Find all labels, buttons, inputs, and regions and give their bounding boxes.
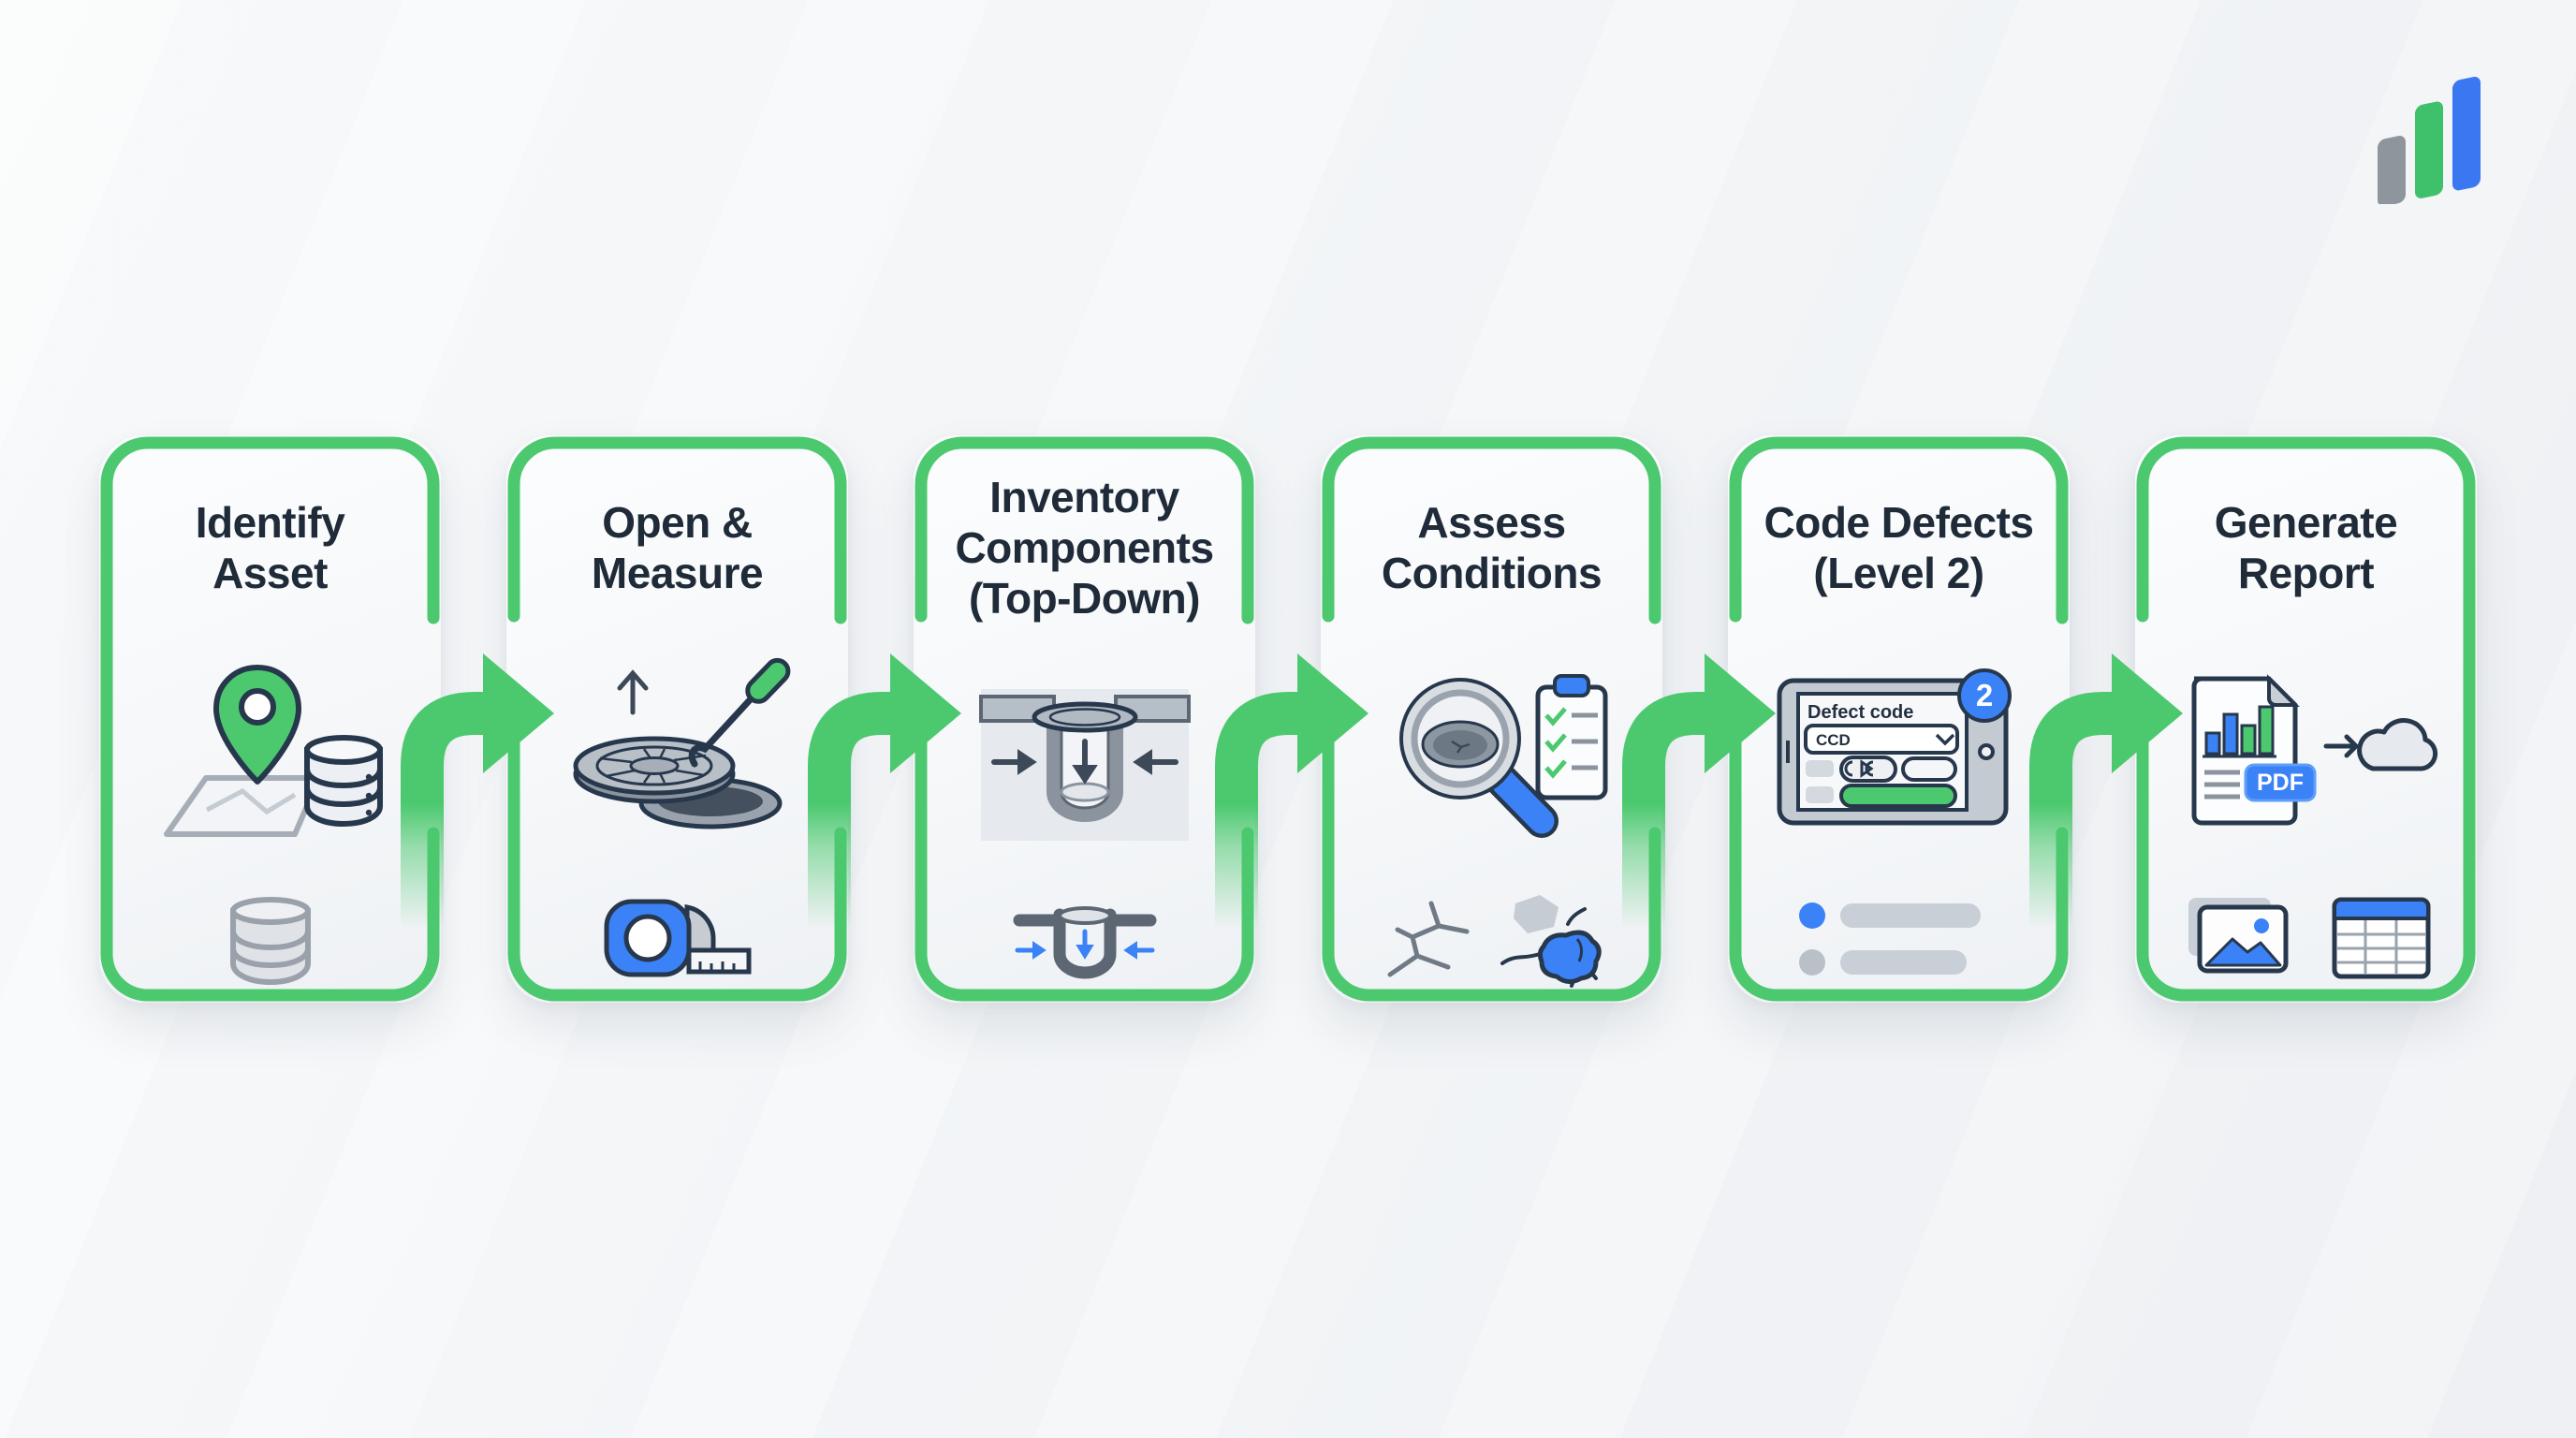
flow-arrow-5 <box>2029 653 2183 929</box>
report-document-icon: PDF <box>2191 674 2316 826</box>
manhole-cross-section-icon <box>968 619 1202 881</box>
map-pin-database-icon <box>153 619 388 881</box>
logo-bar-blue <box>2452 77 2481 191</box>
lifting-hook-icon <box>688 657 790 768</box>
defect-entry-tablet-icon: Defect code CCD <box>1772 619 2027 881</box>
step-title: Inventory Components (Top-Down) <box>955 472 1214 624</box>
export-arrow-icon <box>2323 734 2360 758</box>
tape-measure-icon <box>597 885 758 993</box>
count-badge: 2 <box>1956 668 2012 723</box>
logo-bar-green <box>2415 101 2443 198</box>
debris-icon <box>1513 895 1559 933</box>
confirm-bar <box>1838 784 1957 808</box>
table-icon <box>2332 897 2430 979</box>
crack-and-infiltration-icon <box>1375 885 1609 993</box>
flow-arrow-1 <box>401 653 554 929</box>
magnifier-icon <box>1398 677 1559 838</box>
bar-chart-logo <box>2368 45 2509 207</box>
pdf-label: PDF <box>2257 770 2304 796</box>
channel-dimensions-icon <box>1004 885 1165 993</box>
photos-icon <box>2188 898 2288 974</box>
small-database-icon <box>215 885 326 993</box>
step-card-inventory-components: Inventory Components (Top-Down) <box>914 435 1255 1003</box>
mini-bar-chart <box>2204 705 2274 756</box>
tablet-camera <box>1977 743 1995 760</box>
dimension-arrows <box>990 738 1178 785</box>
step-title: Generate Report <box>2214 497 2398 597</box>
defect-code-label: Defect code <box>1808 702 1913 723</box>
step-card-code-defects: Code Defects (Level 2) Defect code CCD <box>1728 435 2070 1003</box>
pdf-report-cloud-icon: PDF <box>2171 619 2442 881</box>
step-card-open-measure: Open & Measure <box>506 435 848 1003</box>
logo-bar-gray <box>2378 136 2406 207</box>
defect-code-dropdown: CCD <box>1803 724 1959 755</box>
clipboard-icon <box>1535 673 1607 800</box>
manhole-lift-icon <box>558 619 798 881</box>
up-arrow-icon <box>617 669 648 715</box>
chamber-wall <box>1046 720 1123 822</box>
step-card-generate-report: Generate Report <box>2135 435 2477 1003</box>
photos-and-table-icon <box>2177 885 2436 993</box>
flow-arrow-3 <box>1215 653 1368 929</box>
step-title: Assess Conditions <box>1381 497 1603 597</box>
pdf-badge <box>2244 763 2316 802</box>
dropdown-value: CCD <box>1816 731 1851 749</box>
defect-list-icon <box>1792 885 2007 993</box>
list-bullet-gray <box>1798 949 1825 976</box>
process-steps: Identify Asset <box>99 435 2477 1003</box>
map-icon <box>163 775 322 837</box>
step-title: Open & Measure <box>591 497 764 597</box>
step-card-assess-conditions: Assess Conditions <box>1321 435 1662 1003</box>
flow-arrow-2 <box>808 653 961 929</box>
database-icon <box>303 735 383 828</box>
blue-dimension-arrows <box>1015 929 1154 960</box>
chevron-down-icon <box>1935 733 1954 746</box>
list-bullet-blue <box>1798 902 1825 929</box>
bar-chart-logo-icon <box>2378 77 2481 207</box>
badge-count: 2 <box>1975 678 1992 712</box>
cloud-icon <box>2356 718 2437 771</box>
root-intrusion-icon <box>1500 907 1602 988</box>
crack-icon <box>1387 901 1469 977</box>
step-title: Code Defects (Level 2) <box>1764 497 2034 597</box>
step-title: Identify Asset <box>195 497 345 597</box>
flow-arrow-4 <box>1622 653 1776 929</box>
magnifier-checklist-icon <box>1369 619 1615 881</box>
